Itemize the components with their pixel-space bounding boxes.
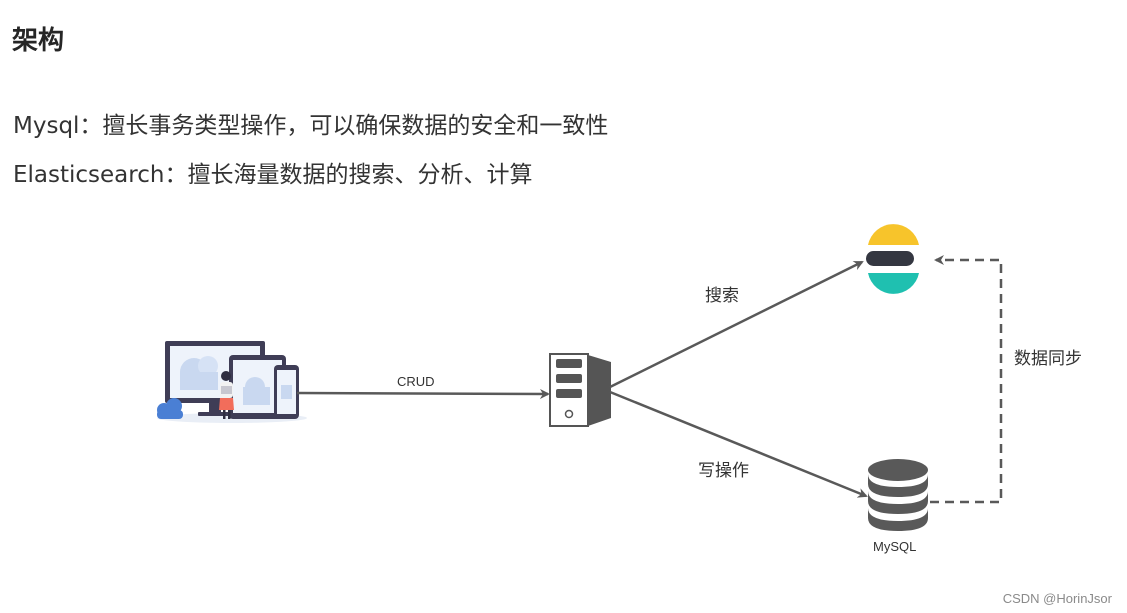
data-sync-arrow [930, 255, 1003, 504]
write-label: 写操作 [698, 461, 749, 481]
crud-label: CRUD [397, 374, 435, 389]
data-sync-label: 数据同步 [1014, 349, 1082, 369]
write-arrow [609, 390, 868, 498]
page-title: 架构 [12, 26, 65, 56]
mysql-database-icon [868, 459, 928, 531]
search-arrow [609, 260, 864, 389]
crud-arrow [296, 388, 550, 399]
client-devices-icon [157, 341, 307, 423]
watermark: CSDN @HorinJsor [1002, 591, 1112, 606]
server-icon [549, 353, 611, 427]
mysql-label: MySQL [873, 539, 917, 554]
mysql-description: Mysql：擅长事务类型操作，可以确保数据的安全和一致性 [13, 113, 609, 139]
elasticsearch-logo-icon [866, 224, 919, 294]
elasticsearch-description: Elasticsearch：擅长海量数据的搜索、分析、计算 [13, 162, 533, 188]
search-label: 搜索 [705, 286, 739, 306]
